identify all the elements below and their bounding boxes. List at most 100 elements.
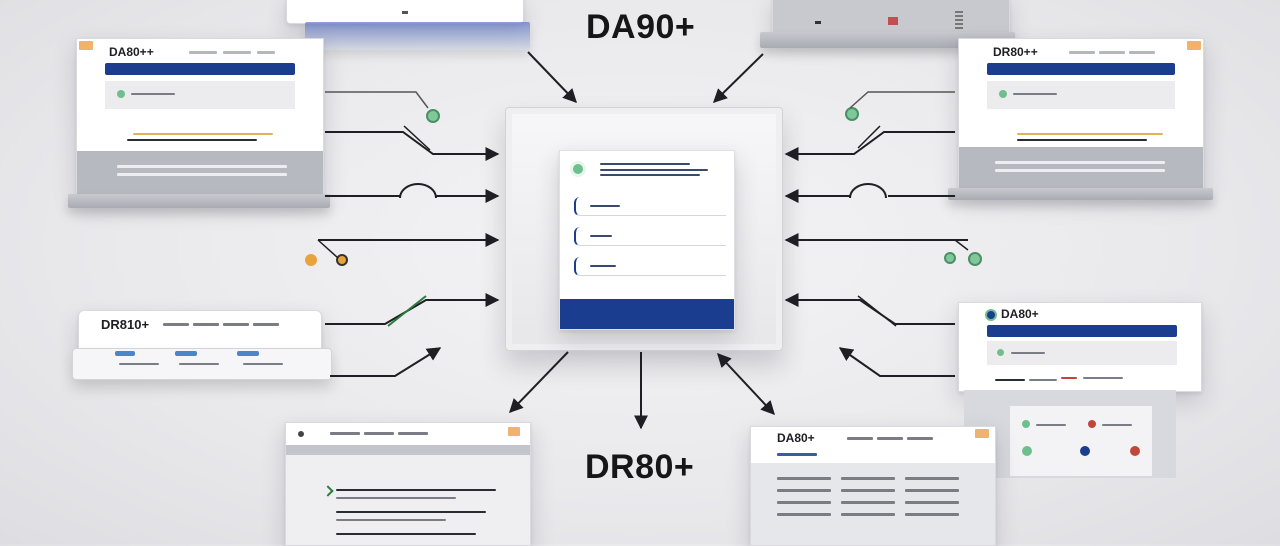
doc-header-line	[600, 169, 708, 171]
header-bar	[847, 437, 873, 440]
label-dr80: DR80+	[585, 448, 695, 486]
node-dot-icon	[336, 254, 348, 266]
top-left-monitor-base	[305, 22, 530, 50]
arrow-icon	[712, 53, 764, 103]
window-dot-icon	[298, 431, 304, 437]
tray-text	[119, 363, 159, 365]
table-line	[905, 477, 959, 480]
header-bar	[398, 432, 428, 435]
nav-band	[105, 63, 295, 75]
doc-header-line	[600, 163, 690, 165]
status-dot-icon	[175, 351, 197, 356]
card-text	[131, 93, 175, 95]
tray-text	[179, 363, 219, 365]
arrow-icon	[387, 295, 427, 327]
arrow-icon	[784, 131, 955, 161]
content-line	[995, 379, 1025, 381]
table-line	[905, 513, 959, 516]
field-text	[590, 265, 616, 267]
top-right-monitor	[772, 0, 1010, 34]
content-line	[336, 533, 476, 535]
status-dot-icon	[1088, 420, 1096, 428]
panel-title: DR810+	[101, 317, 150, 332]
doc-header-line	[600, 174, 700, 176]
node-dot-icon	[845, 107, 859, 121]
status-dot-icon	[570, 161, 586, 177]
field-text	[590, 205, 620, 207]
panel-footer	[959, 147, 1203, 191]
arrow-icon	[784, 293, 955, 325]
orange-tab-icon	[79, 41, 93, 50]
arrow-icon	[399, 183, 437, 199]
right-top-panel-base	[948, 188, 1213, 200]
bottom-right-panel: DA80+	[750, 426, 996, 546]
content-line	[1083, 377, 1123, 379]
arrow-icon	[509, 351, 569, 414]
card-text	[1013, 93, 1057, 95]
status-dot-icon	[997, 349, 1004, 356]
left-mid-tray	[72, 348, 332, 380]
accent-line	[1061, 377, 1077, 379]
content-area	[286, 455, 530, 545]
accent-line	[133, 133, 273, 135]
card-text	[1011, 352, 1045, 354]
monitor-icon	[888, 17, 898, 25]
table-line	[841, 477, 895, 480]
logo-dot-icon	[985, 309, 997, 321]
orange-tab-icon	[508, 427, 520, 436]
footer-line	[117, 165, 287, 168]
arrow-icon	[325, 91, 429, 109]
status-dot-icon	[1080, 446, 1090, 456]
table-line	[841, 501, 895, 504]
footer-line	[117, 173, 287, 176]
table-line	[777, 489, 831, 492]
field-text	[590, 235, 612, 237]
footer-line	[995, 169, 1165, 172]
arrow-icon	[403, 125, 431, 151]
arrow-icon	[330, 347, 442, 377]
doc-footer-band	[560, 299, 734, 329]
doc-field-row[interactable]	[574, 197, 726, 216]
inner-card	[1010, 406, 1152, 476]
status-dot-icon	[117, 90, 125, 98]
center-document	[559, 150, 735, 330]
left-top-panel: DA80++	[76, 38, 324, 198]
header-bar	[907, 437, 933, 440]
orange-tab-icon	[1187, 41, 1201, 50]
content-line	[336, 497, 456, 499]
arrow-icon	[717, 352, 775, 416]
bottom-left-panel	[285, 422, 531, 546]
panel-title: DR80++	[993, 45, 1038, 59]
status-dot-icon	[115, 351, 135, 356]
doc-field-row[interactable]	[574, 257, 726, 276]
header-bar	[193, 323, 219, 326]
right-top-panel: DR80++	[958, 38, 1204, 192]
left-top-panel-base	[68, 194, 330, 208]
arrow-icon	[857, 125, 881, 149]
header-bar	[223, 51, 251, 54]
node-dot-icon	[305, 254, 317, 266]
header-bar	[163, 323, 189, 326]
header-bar	[330, 432, 360, 435]
status-dot-icon	[1022, 420, 1030, 428]
top-left-monitor	[286, 0, 524, 24]
accent-line	[1017, 133, 1163, 135]
subtitle-line	[777, 453, 817, 456]
table-line	[841, 513, 895, 516]
doc-field-row[interactable]	[574, 227, 726, 246]
content-line	[127, 139, 257, 141]
inner-text	[1036, 424, 1066, 426]
status-dot-icon	[1130, 446, 1140, 456]
table-line	[777, 513, 831, 516]
monitor-dot	[815, 21, 821, 24]
header-bar	[189, 51, 217, 54]
top-right-monitor-base	[760, 32, 1015, 48]
content-area	[751, 463, 995, 545]
right-mid-panel-extension	[964, 390, 1176, 478]
header-bar	[1129, 51, 1155, 54]
table-line	[777, 501, 831, 504]
panel-title: DA80+	[1001, 307, 1039, 321]
table-line	[905, 501, 959, 504]
arrow-icon	[849, 183, 887, 199]
monitor-dot	[402, 11, 408, 14]
